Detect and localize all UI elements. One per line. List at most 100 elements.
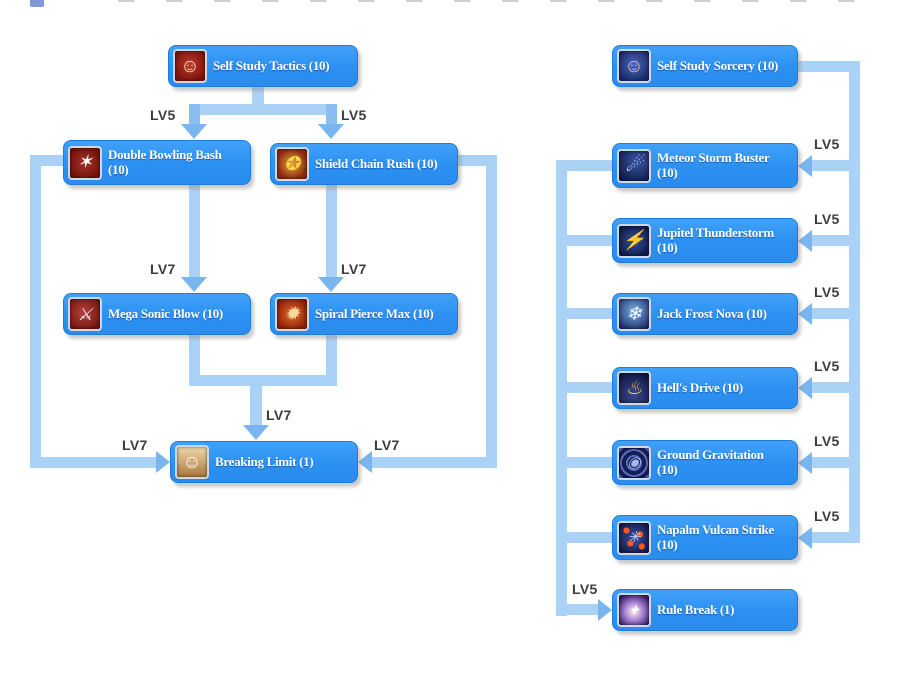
skill-node-self-study-sorcery[interactable]: ☺ Self Study Sorcery (10) [612,45,798,87]
meteor-storm-buster-icon: ☄ [617,148,651,183]
connector-to-jack-frost [812,308,860,319]
connector-scr-to-bl [458,155,491,166]
connector-arrowhead [181,277,207,292]
skill-label: Ground Gravitation (10) [657,446,764,477]
connector-dbb-to-bl [41,155,63,166]
connector-to-meteor [812,160,860,171]
skill-node-self-study-tactics[interactable]: ☺ Self Study Tactics (10) [168,45,358,87]
connector-msb-merge [189,334,200,381]
breaking-limit-icon: ☺ [175,445,209,479]
mega-sonic-blow-icon: ⚔ [68,297,102,331]
skill-node-jupitel-thunderstorm[interactable]: ⚡ Jupitel Thunderstorm (10) [612,218,798,263]
edge-label: LV5 [814,136,840,152]
connector-merge-bar [189,375,337,386]
cropped-text-remnant [358,0,374,2]
skill-node-rule-break[interactable]: ✦ Rule Break (1) [612,589,798,631]
edge-label: LV7 [374,437,400,453]
connector-arrowhead [798,527,812,549]
connector-sorcery-rail [849,61,860,543]
connector-arrowhead [243,425,269,440]
edge-label: LV5 [814,211,840,227]
connector-arrowhead [798,230,812,252]
skill-label: Jupitel Thunderstorm (10) [657,224,774,255]
skill-label: Jack Frost Nova (10) [657,305,767,321]
cropped-text-remnant [838,0,854,2]
skill-label: Napalm Vulcan Strike (10) [657,521,774,552]
connector-tactics-to-dbb [189,104,200,125]
connector-dbb-to-bl [30,457,156,468]
edge-label: LV5 [572,581,598,597]
shield-chain-rush-icon: ✪ [275,147,309,181]
hells-drive-icon: ♨ [617,371,651,405]
cropped-text-remnant [550,0,566,2]
cropped-text-remnant [166,0,182,2]
skill-node-jack-frost-nova[interactable]: ❄ Jack Frost Nova (10) [612,293,798,335]
connector-to-jupitel [812,235,860,246]
connector-arrowhead [598,599,612,621]
connector-rule-break-rail [556,160,567,616]
self-study-sorcery-icon: ☺ [617,49,651,83]
connector-arrowhead [798,452,812,474]
skill-label: Shield Chain Rush (10) [315,155,438,171]
edge-label: LV5 [341,107,367,123]
connector-arrowhead [318,277,344,292]
connector-tactics-to-scr [326,104,337,125]
double-bowling-bash-icon: ✶ [68,145,102,180]
skill-label: Hell's Drive (10) [657,379,743,395]
connector-arrowhead [318,124,344,139]
edge-label: LV5 [814,433,840,449]
connector-spm-merge [326,334,337,381]
connector-meteor-stub [567,160,612,171]
skill-node-hells-drive[interactable]: ♨ Hell's Drive (10) [612,367,798,409]
spiral-pierce-max-icon: ✹ [275,297,309,331]
skill-node-double-bowling-bash[interactable]: ✶ Double Bowling Bash (10) [63,140,251,185]
connector-jupitel-stub [567,235,612,246]
connector-scr-to-bl [486,155,497,468]
cropped-content-remnant [30,0,44,7]
skill-node-napalm-vulcan-strike[interactable]: ✳ Napalm Vulcan Strike (10) [612,515,798,560]
cropped-text-remnant [262,0,278,2]
cropped-text-remnant [118,0,134,2]
skill-node-mega-sonic-blow[interactable]: ⚔ Mega Sonic Blow (10) [63,293,251,335]
jupitel-thunderstorm-icon: ⚡ [617,223,651,258]
edge-label: LV5 [814,284,840,300]
connector-ground-stub [567,457,612,468]
skill-node-ground-gravitation[interactable]: ◉ Ground Gravitation (10) [612,440,798,485]
connector-scr-to-bl [372,457,497,468]
cropped-text-remnant [214,0,230,2]
rule-break-icon: ✦ [617,593,651,627]
connector-to-hells-drive [812,382,860,393]
self-study-tactics-icon: ☺ [173,49,207,83]
connector-arrowhead [358,451,372,473]
napalm-vulcan-strike-icon: ✳ [617,520,651,555]
skill-node-meteor-storm-buster[interactable]: ☄ Meteor Storm Buster (10) [612,143,798,188]
skill-node-breaking-limit[interactable]: ☺ Breaking Limit (1) [170,441,358,483]
skill-node-spiral-pierce-max[interactable]: ✹ Spiral Pierce Max (10) [270,293,458,335]
edge-label: LV5 [150,107,176,123]
jack-frost-nova-icon: ❄ [617,297,651,331]
cropped-text-remnant [406,0,422,2]
connector-tactics-split [189,104,337,115]
skill-label: Breaking Limit (1) [215,453,314,469]
edge-label: LV7 [266,407,292,423]
connector-tactics-split [252,85,264,106]
edge-label: LV5 [814,358,840,374]
connector-arrowhead [798,377,812,399]
connector-arrowhead [181,124,207,139]
skill-label: Rule Break (1) [657,601,735,617]
connector-sorcery-rail [798,61,860,72]
connector-to-ground [812,457,860,468]
cropped-text-remnant [598,0,614,2]
connector-dbb-to-bl [30,155,41,468]
cropped-text-remnant [454,0,470,2]
cropped-text-remnant [742,0,758,2]
cropped-text-remnant [790,0,806,2]
connector-to-napalm [812,532,860,543]
cropped-text-remnant [694,0,710,2]
connector-jack-frost-stub [567,308,612,319]
skill-node-shield-chain-rush[interactable]: ✪ Shield Chain Rush (10) [270,143,458,185]
skill-label: Spiral Pierce Max (10) [315,305,434,321]
connector-merge-to-bl [250,385,262,426]
skill-label: Double Bowling Bash (10) [108,146,222,177]
